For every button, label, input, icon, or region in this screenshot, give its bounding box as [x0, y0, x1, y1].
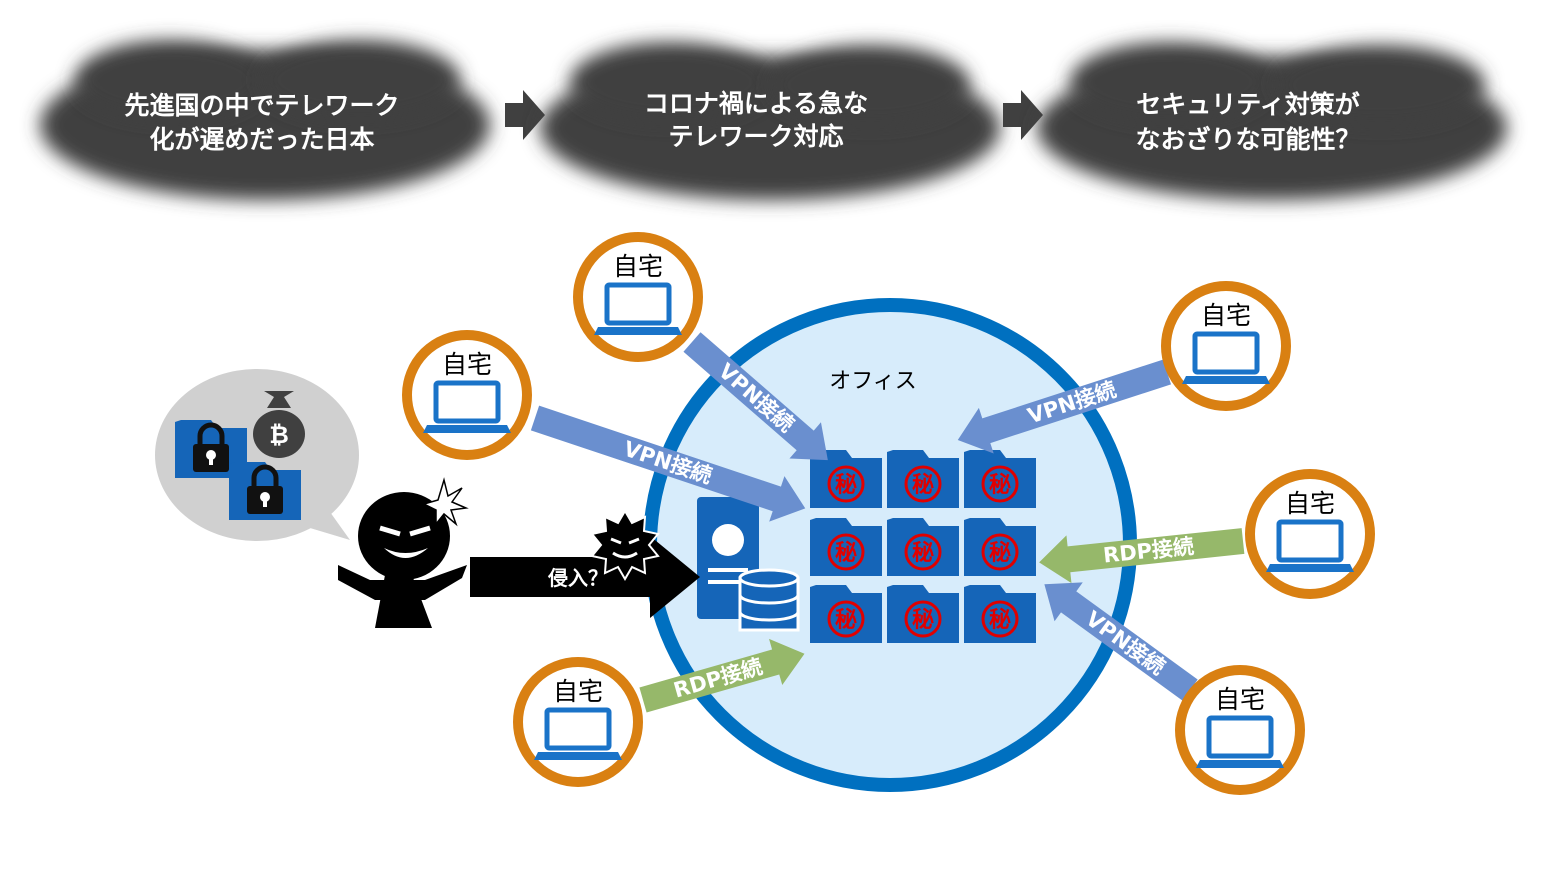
folder-icon: 秘	[964, 518, 1036, 576]
folder-icon: 秘	[810, 585, 882, 643]
rdp-arrow-right: RDP接続	[1039, 528, 1245, 584]
folder-icon: 秘	[964, 585, 1036, 643]
folder-icon: 秘	[810, 518, 882, 576]
secret-stamp-icon: 秘	[989, 472, 1011, 498]
secret-stamp-icon: 秘	[989, 607, 1011, 633]
home-left: 自宅	[402, 330, 532, 460]
home-label: 自宅	[442, 350, 492, 379]
database-icon	[738, 568, 800, 632]
ransom-speech-bubble: ₿	[155, 369, 359, 541]
secret-stamp-icon: 秘	[912, 607, 934, 633]
home-label: 自宅	[1285, 489, 1335, 518]
cloud-1-line1: 先進国の中でテレワーク	[124, 91, 399, 120]
flow-arrow-2	[1003, 90, 1043, 140]
cloud-2: コロナ禍による急な テレワーク対応	[540, 42, 1000, 200]
office-label: オフィス	[829, 369, 917, 394]
home-label: 自宅	[1215, 685, 1265, 714]
secret-stamp-icon: 秘	[835, 607, 857, 633]
home-right-bottom: 自宅	[1175, 665, 1305, 795]
cloud-1-line2: 化が遅めだった日本	[149, 125, 374, 154]
cloud-2-line2: テレワーク対応	[668, 122, 843, 151]
folder-icon: 秘	[887, 450, 959, 508]
home-label: 自宅	[1201, 301, 1251, 330]
virus-icon	[590, 509, 660, 581]
folder-icon: 秘	[810, 450, 882, 508]
cloud-3-line1: セキュリティ対策が	[1136, 90, 1360, 119]
folder-icon: 秘	[887, 585, 959, 643]
bitcoin-bag-icon: ₿	[253, 391, 305, 458]
home-label: 自宅	[553, 677, 603, 706]
flow-arrow-1	[505, 90, 545, 140]
cloud-1: 先進国の中でテレワーク 化が遅めだった日本	[40, 40, 490, 200]
secret-stamp-icon: 秘	[835, 540, 857, 566]
secret-stamp-icon: 秘	[989, 540, 1011, 566]
home-bottom: 自宅	[513, 657, 643, 787]
intrusion-label: 侵入？	[547, 566, 608, 590]
cloud-2-line1: コロナ禍による急な	[644, 89, 868, 118]
secret-stamp-icon: 秘	[912, 540, 934, 566]
home-label: 自宅	[613, 252, 663, 281]
secret-folders: 秘 秘 秘 秘 秘 秘 秘 秘 秘	[810, 450, 1036, 643]
secret-stamp-icon: 秘	[912, 472, 934, 498]
home-right-middle: 自宅	[1245, 469, 1375, 599]
folder-icon: 秘	[887, 518, 959, 576]
cloud-3-line2: なおざりな可能性？	[1135, 125, 1360, 154]
home-right-top: 自宅	[1161, 281, 1291, 411]
cloud-3: セキュリティ対策が なおざりな可能性？	[1037, 42, 1507, 200]
folder-icon: 秘	[964, 450, 1036, 508]
secret-stamp-icon: 秘	[835, 472, 857, 498]
svg-text:₿: ₿	[269, 421, 289, 449]
home-top: 自宅	[573, 232, 703, 362]
hacker-icon	[338, 477, 469, 628]
lock-icon	[229, 462, 301, 520]
intrusion-arrow: 侵入？	[470, 536, 700, 618]
